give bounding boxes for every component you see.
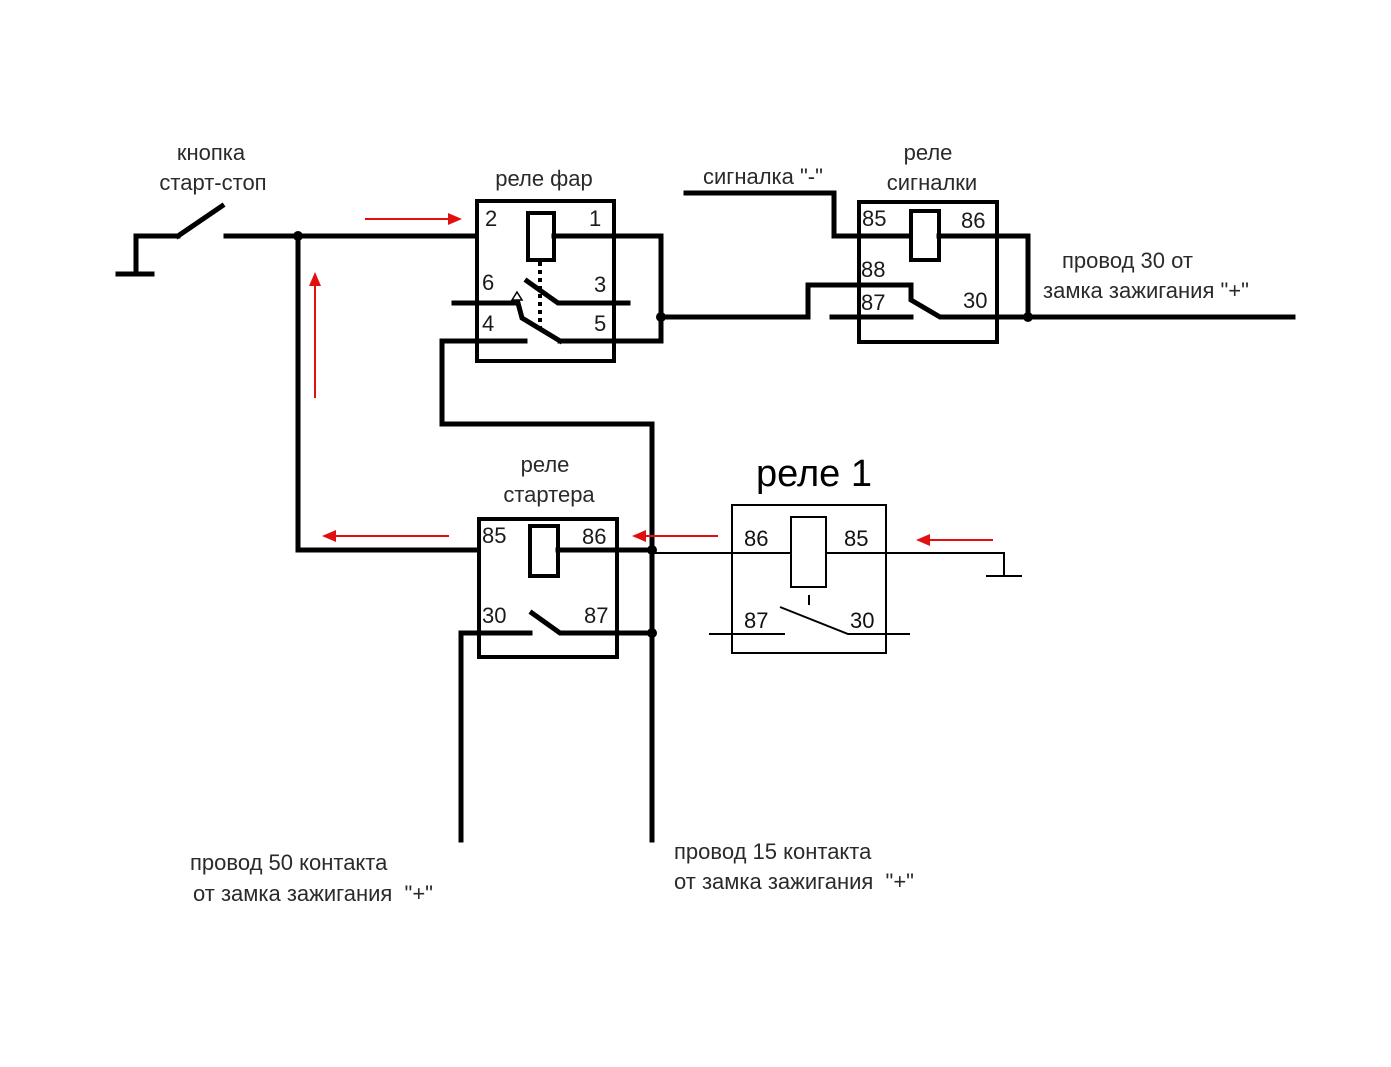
starter-relay-title-line2: стартера bbox=[503, 482, 595, 507]
pin-5: 5 bbox=[594, 311, 606, 336]
wire30-label-line2: замка зажигания "+" bbox=[1043, 278, 1249, 303]
start-stop-label-line1: кнопка bbox=[177, 140, 246, 165]
wire-pin1-to-pin5 bbox=[551, 233, 664, 344]
wire-15-contact bbox=[439, 421, 655, 843]
pin-88: 88 bbox=[861, 257, 885, 282]
alarm-relay-title-line2: сигналки bbox=[887, 170, 977, 195]
contact-30 bbox=[779, 606, 910, 635]
wire50-label-line1: провод 50 контакта bbox=[190, 850, 388, 875]
wire-pin86 bbox=[936, 233, 1031, 320]
relay1-box bbox=[731, 504, 887, 654]
flow-arrow-left-ground bbox=[916, 534, 993, 546]
starter-relay: реле стартера 85 86 30 87 bbox=[458, 452, 655, 843]
contact-4-5 bbox=[451, 300, 564, 345]
pin-85: 85 bbox=[844, 526, 868, 551]
headlight-relay-coil bbox=[526, 211, 556, 262]
junction-dot bbox=[647, 628, 657, 638]
starter-relay-box bbox=[477, 517, 619, 659]
pin-30: 30 bbox=[850, 608, 874, 633]
flow-arrow-left-86 bbox=[632, 530, 718, 542]
pin-30: 30 bbox=[482, 603, 506, 628]
wire15-label-line2: от замка зажигания "+" bbox=[674, 869, 914, 894]
pin-86: 86 bbox=[582, 524, 606, 549]
relay1-title: реле 1 bbox=[756, 453, 872, 495]
pin-87: 87 bbox=[744, 608, 768, 633]
pin-86: 86 bbox=[744, 526, 768, 551]
relay-1: реле 1 86 85 87 30 bbox=[652, 453, 1022, 654]
pin-1: 1 bbox=[589, 206, 601, 231]
contact-6-3 bbox=[523, 277, 631, 306]
headlight-relay: реле фар 2 1 6 3 4 5 bbox=[439, 166, 664, 427]
pin-30: 30 bbox=[963, 288, 987, 313]
pin-3: 3 bbox=[594, 272, 606, 297]
wire-50-contact bbox=[458, 630, 533, 843]
alarm-relay-coil bbox=[909, 209, 941, 262]
headlight-relay-title: реле фар bbox=[495, 166, 593, 191]
wire-left-vertical bbox=[295, 233, 481, 553]
contact-30 bbox=[908, 282, 1031, 320]
starter-relay-title-line1: реле bbox=[521, 452, 570, 477]
wire-pin85 bbox=[826, 552, 1005, 575]
wire30-label-line1: провод 30 от bbox=[1062, 248, 1193, 273]
pin-6: 6 bbox=[482, 270, 494, 295]
headlight-relay-box bbox=[475, 199, 616, 363]
wire-alarm-minus bbox=[683, 190, 914, 239]
pin-85: 85 bbox=[862, 206, 886, 231]
pin-86: 86 bbox=[961, 208, 985, 233]
start-stop-button: кнопка старт-стоп bbox=[115, 140, 481, 553]
pin-4: 4 bbox=[482, 311, 494, 336]
wire-pin4 bbox=[439, 338, 528, 427]
pin-87: 87 bbox=[584, 603, 608, 628]
ground-wire bbox=[133, 233, 181, 277]
flow-arrow-top bbox=[365, 213, 462, 225]
pin-85: 85 bbox=[482, 523, 506, 548]
wire50-label-line2: от замка зажигания "+" bbox=[193, 881, 433, 906]
switch-contact bbox=[174, 202, 226, 240]
pin-87: 87 bbox=[861, 290, 885, 315]
relay1-coil bbox=[790, 516, 827, 588]
contact-87 bbox=[528, 609, 655, 636]
contact-marker-icon bbox=[510, 290, 524, 301]
alarm-relay-title-line1: реле bbox=[904, 140, 953, 165]
alarm-relay-box bbox=[857, 200, 999, 344]
starter-relay-coil bbox=[528, 524, 560, 578]
pin-2: 2 bbox=[485, 206, 497, 231]
wire15-label-line1: провод 15 контакта bbox=[674, 839, 872, 864]
flow-arrow-up bbox=[309, 272, 321, 398]
start-stop-label-line2: старт-стоп bbox=[159, 170, 266, 195]
alarm-relay: реле сигналки 85 86 88 87 30 bbox=[829, 140, 1031, 344]
alarm-minus-label: сигналка "-" bbox=[703, 164, 823, 189]
flow-arrow-left-starter bbox=[322, 530, 449, 542]
